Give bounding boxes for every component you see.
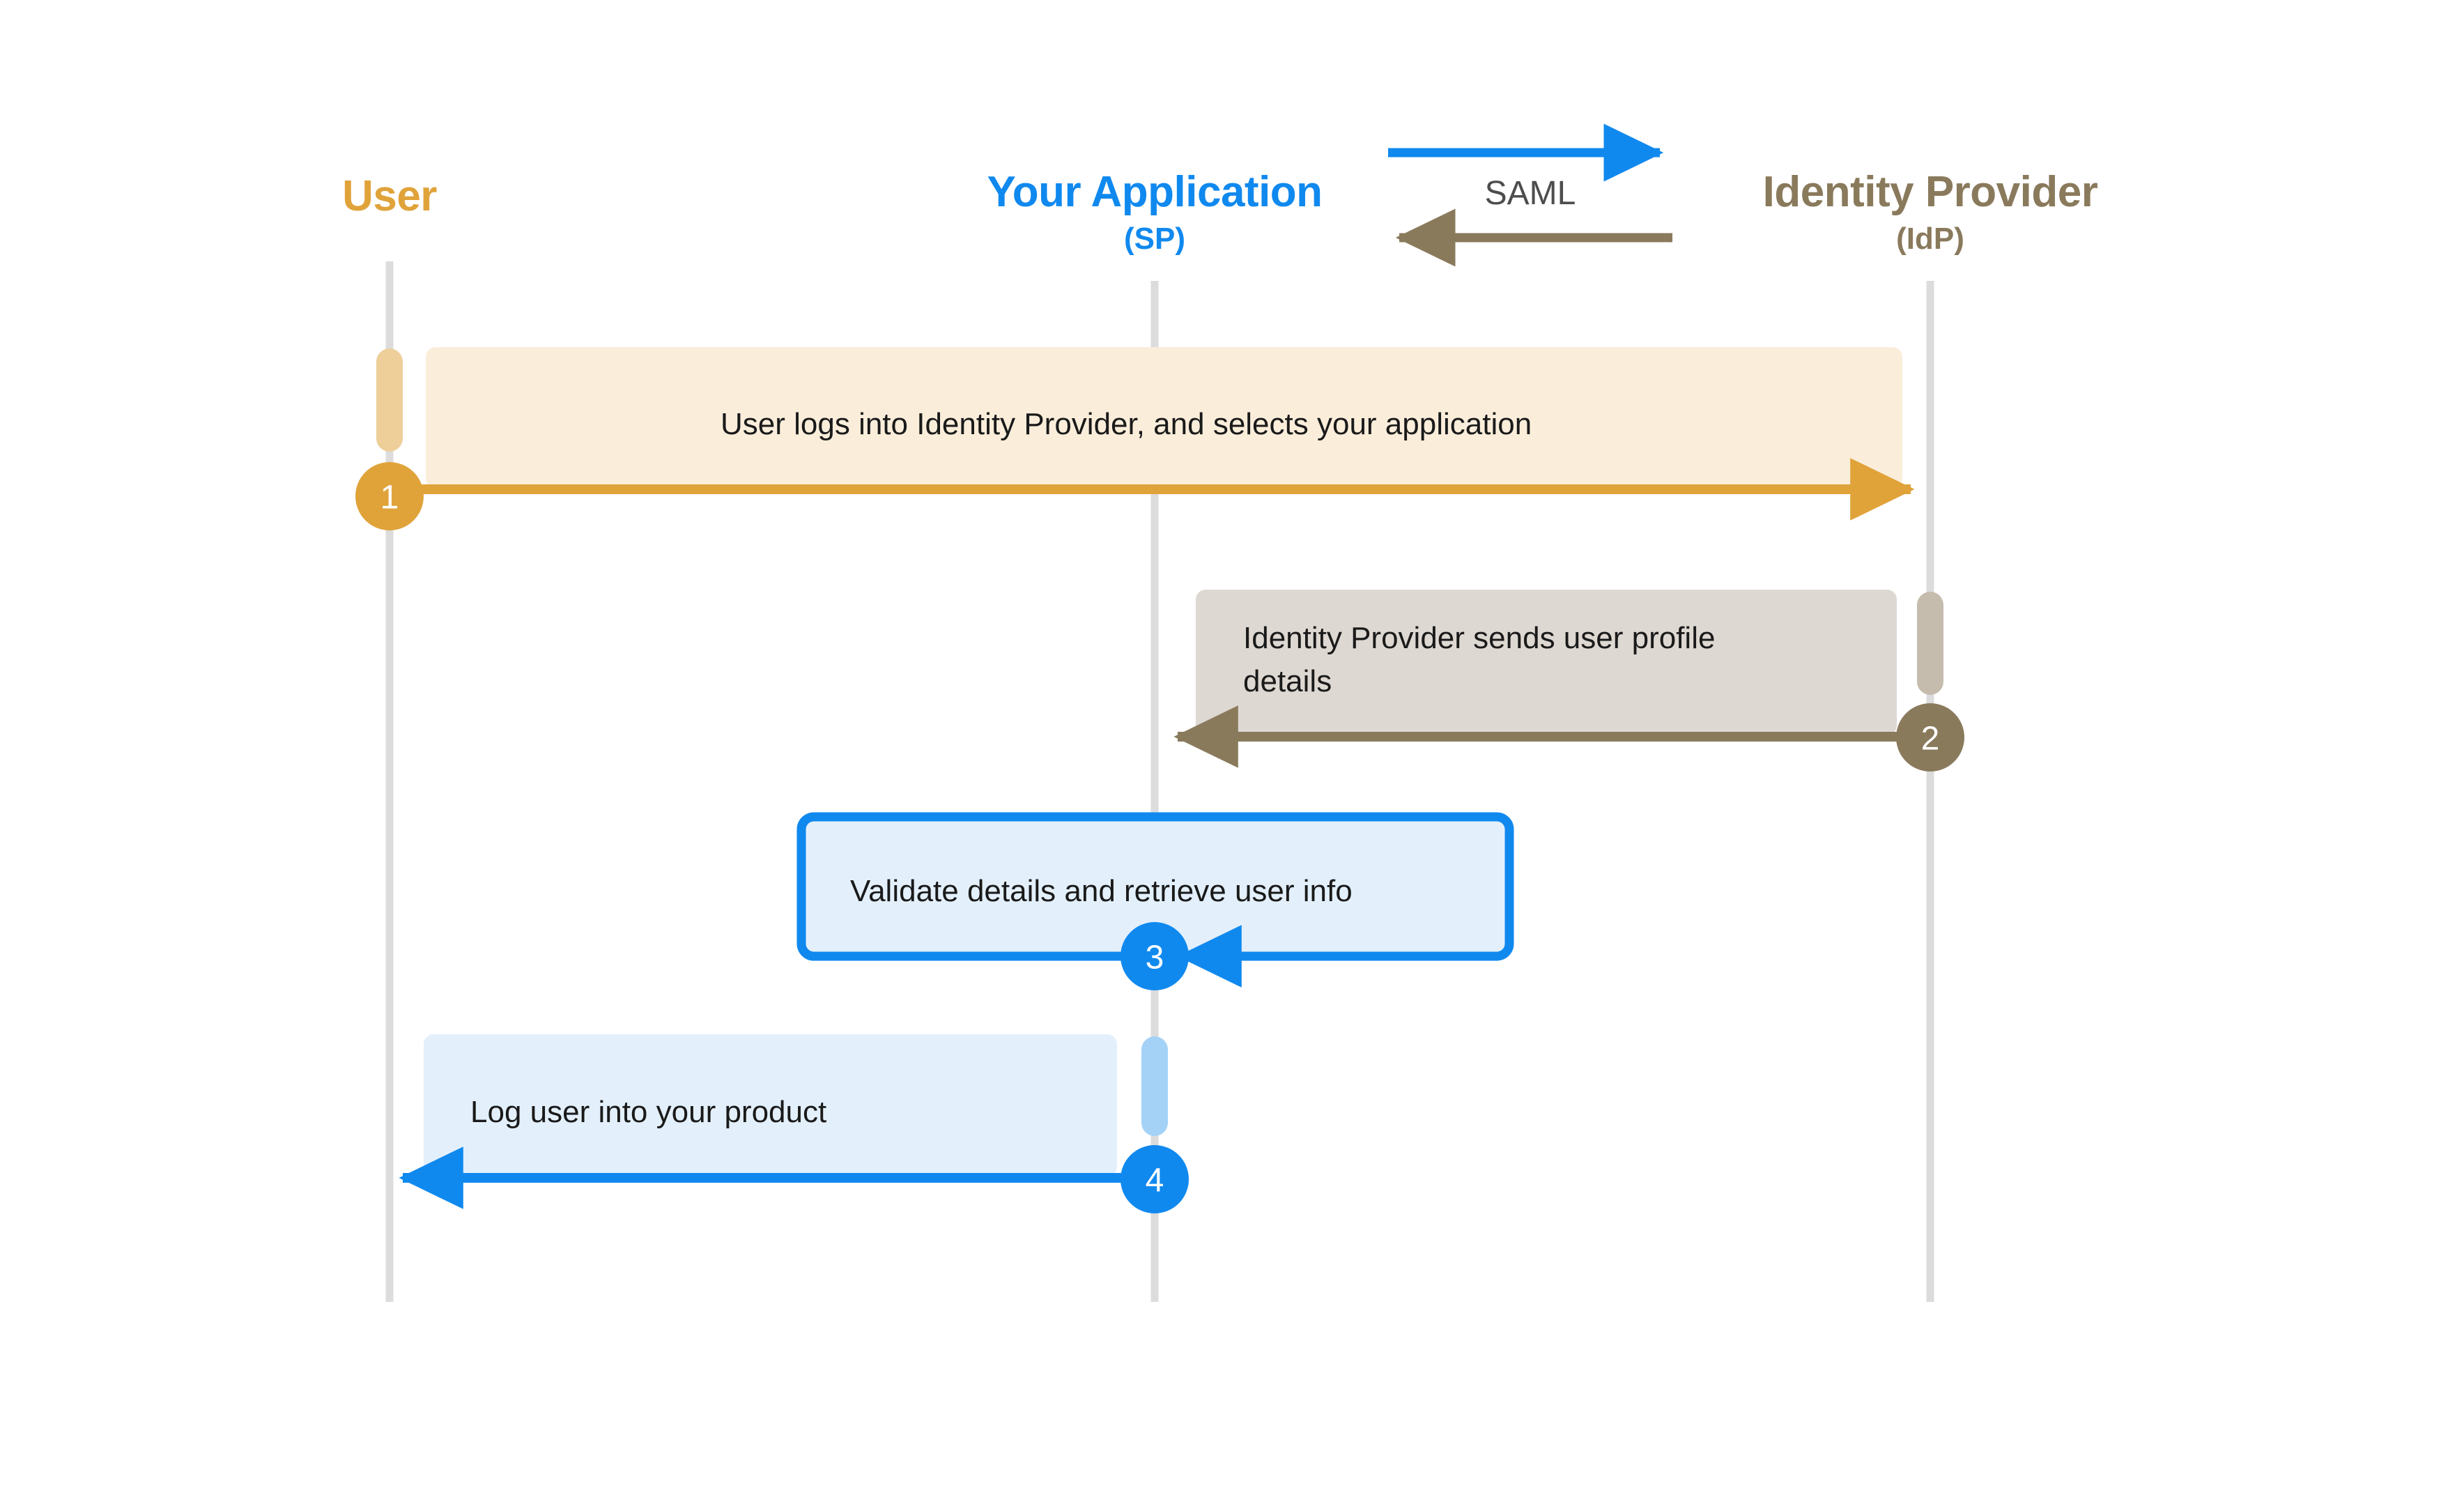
participant-title-user: User xyxy=(342,172,437,220)
participant-subtitle-idp: (IdP) xyxy=(1896,222,1964,256)
step-2-group xyxy=(1173,590,1964,772)
participant-title-idp: Identity Provider xyxy=(1762,168,2098,216)
step-1-message-text: User logs into Identity Provider, and se… xyxy=(721,407,1532,441)
step-2-badge[interactable] xyxy=(1896,703,1964,772)
step-2-message-band xyxy=(1196,590,1897,735)
step-4-message-text: Log user into your product xyxy=(470,1095,827,1129)
step-1-group xyxy=(355,347,1915,530)
step-3-badge[interactable] xyxy=(1121,922,1189,990)
step-2-message-text: Identity Provider sends user profile det… xyxy=(1243,621,1716,699)
step-2-activation-bar xyxy=(1917,592,1943,695)
step-4-badge[interactable] xyxy=(1121,1145,1189,1213)
step-3-group xyxy=(796,812,1514,990)
step-4-message-band xyxy=(424,1034,1117,1176)
step-1-activation-bar xyxy=(376,348,403,452)
saml-protocol-label: SAML xyxy=(1484,175,1576,212)
step-1-badge[interactable] xyxy=(355,462,424,530)
step-3-message-text: Validate details and retrieve user info xyxy=(850,874,1353,908)
step-4-activation-bar xyxy=(1141,1036,1168,1136)
saml-protocol-arrows xyxy=(1388,123,1672,267)
participant-title-app: Your Application xyxy=(987,168,1323,216)
step-1-message-band xyxy=(426,347,1902,488)
step-4-group xyxy=(399,1034,1189,1213)
participant-subtitle-app: (SP) xyxy=(1124,222,1185,256)
